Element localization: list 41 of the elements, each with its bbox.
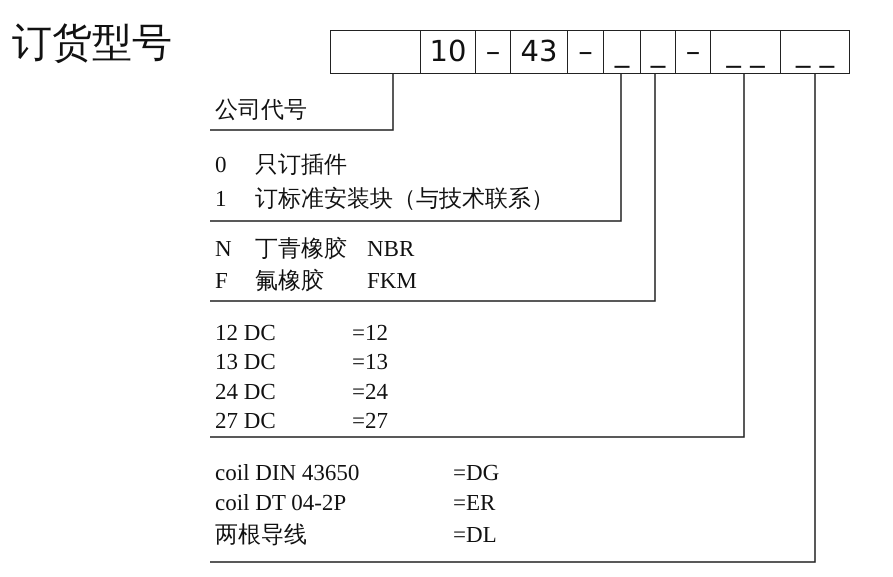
code-segment: – <box>567 30 604 74</box>
option-code: 0 <box>215 152 226 178</box>
code-segment: – <box>475 30 511 74</box>
code-segment <box>330 30 421 74</box>
suffix-code: =DG <box>453 460 500 486</box>
voltage-option: 24 DC <box>215 379 276 405</box>
option-description: 氟橡胶 <box>255 268 324 294</box>
option-description: 只订插件 <box>255 152 347 178</box>
code-segment: 10 <box>420 30 476 74</box>
option-code: F <box>215 268 228 294</box>
suffix-code: =ER <box>453 490 496 516</box>
suffix-code: =27 <box>352 408 388 434</box>
title: 订货型号 <box>12 19 172 68</box>
code-segment: _ <box>603 30 641 74</box>
voltage-option: 27 DC <box>215 408 276 434</box>
voltage-option: 13 DC <box>215 349 276 375</box>
option-description: 订标准安装块（与技术联系） <box>255 186 554 212</box>
connector-option: coil DT 04-2P <box>215 490 346 516</box>
leader-line <box>210 74 745 438</box>
code-segment: – <box>675 30 711 74</box>
option-code: 1 <box>215 186 226 212</box>
leader-line <box>210 74 622 222</box>
option-description: 丁青橡胶 <box>255 236 347 262</box>
material-code: NBR <box>367 236 414 262</box>
suffix-code: =24 <box>352 379 388 405</box>
connector-option: coil DIN 43650 <box>215 460 360 486</box>
option-code: N <box>215 236 232 262</box>
code-segment: 43 <box>510 30 568 74</box>
leader-line <box>210 74 816 563</box>
suffix-code: =DL <box>453 522 497 548</box>
connector-option: 两根导线 <box>215 522 307 548</box>
material-code: FKM <box>367 268 417 294</box>
voltage-option: 12 DC <box>215 320 276 346</box>
leader-line <box>210 74 656 302</box>
code-segment: _ _ <box>780 30 850 74</box>
suffix-code: =13 <box>352 349 388 375</box>
code-segment: _ <box>640 30 676 74</box>
code-segment: _ _ <box>710 30 781 74</box>
field-label: 公司代号 <box>215 97 307 123</box>
leader-line <box>210 74 394 131</box>
suffix-code: =12 <box>352 320 388 346</box>
